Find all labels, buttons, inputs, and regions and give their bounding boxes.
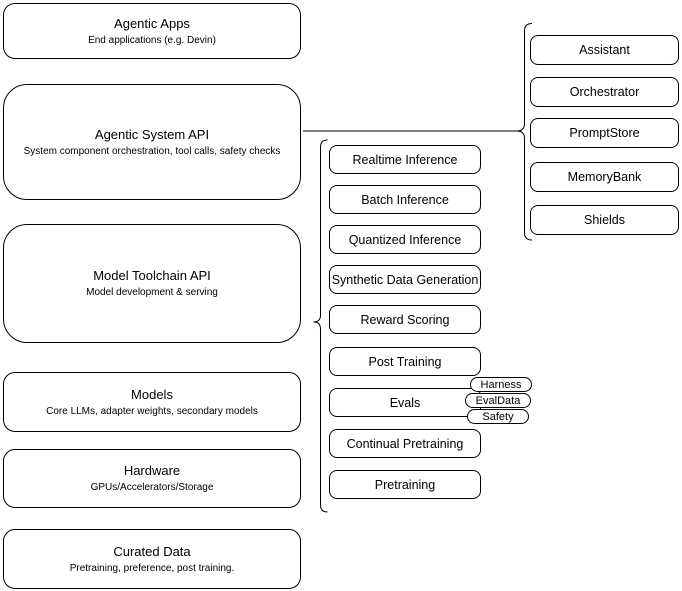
node-subtitle: System component orchestration, tool cal…	[23, 145, 281, 157]
node-batch-inference: Batch Inference	[329, 185, 481, 214]
node-assistant: Assistant	[530, 35, 679, 65]
node-evals: Evals	[329, 388, 481, 417]
node-title: Agentic System API	[94, 126, 210, 142]
node-title: Hardware	[123, 463, 181, 478]
node-subtitle: Pretraining, preference, post training.	[69, 562, 235, 574]
node-curated-data: Curated Data Pretraining, preference, po…	[3, 529, 301, 589]
node-synthetic-data-generation: Synthetic Data Generation	[329, 265, 481, 294]
node-quantized-inference: Quantized Inference	[329, 225, 481, 254]
node-agentic-system-api: Agentic System API System component orch…	[3, 84, 301, 200]
node-promptstore: PromptStore	[530, 118, 679, 148]
node-title: Model Toolchain API	[93, 268, 211, 283]
brace-system-components	[516, 23, 533, 241]
node-title: Models	[131, 386, 173, 402]
node-reward-scoring: Reward Scoring	[329, 305, 481, 334]
node-subtitle: Model development & serving	[86, 287, 218, 298]
node-model-toolchain-api: Model Toolchain API Model development & …	[3, 224, 301, 343]
node-agentic-apps: Agentic Apps End applications (e.g. Devi…	[3, 3, 301, 59]
node-realtime-inference: Realtime Inference	[329, 145, 481, 174]
node-subtitle: End applications (e.g. Devin)	[88, 34, 216, 46]
pill-safety: Safety	[467, 409, 529, 424]
node-memorybank: MemoryBank	[530, 162, 679, 192]
node-pretraining: Pretraining	[329, 470, 481, 499]
pill-evaldata: EvalData	[465, 393, 531, 408]
node-post-training: Post Training	[329, 347, 481, 376]
node-title: Curated Data	[113, 543, 191, 559]
node-subtitle: Core LLMs, adapter weights, secondary mo…	[46, 405, 258, 417]
node-continual-pretraining: Continual Pretraining	[329, 429, 481, 458]
node-models: Models Core LLMs, adapter weights, secon…	[3, 372, 301, 432]
node-subtitle: GPUs/Accelerators/Storage	[90, 482, 214, 493]
pill-harness: Harness	[470, 377, 532, 392]
brace-toolchain-components	[313, 139, 328, 513]
node-title: Agentic Apps	[114, 15, 190, 31]
node-shields: Shields	[530, 205, 679, 235]
node-hardware: Hardware GPUs/Accelerators/Storage	[3, 449, 301, 508]
node-orchestrator: Orchestrator	[530, 77, 679, 107]
